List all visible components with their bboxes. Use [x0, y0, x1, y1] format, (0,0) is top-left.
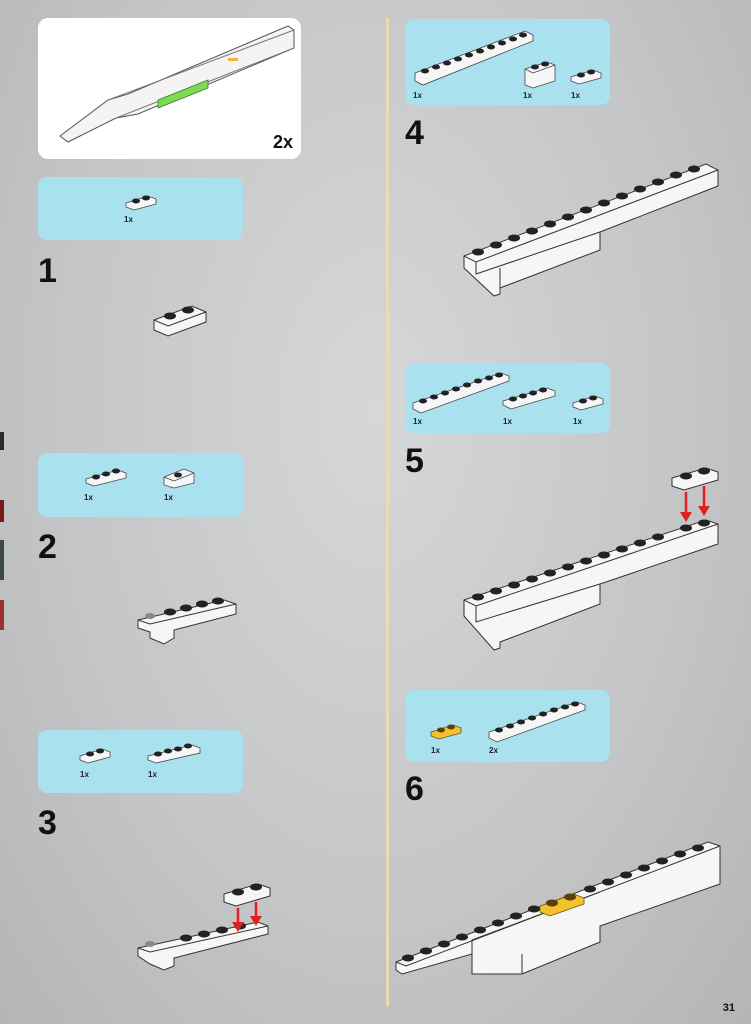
- step-number: 1: [38, 252, 57, 290]
- step-number: 2: [38, 528, 57, 566]
- part-plate-1x2: [570, 69, 602, 85]
- part-quantity: 1x: [124, 215, 133, 224]
- parts-callout-step-3: 1x 1x: [38, 730, 243, 793]
- part-plate-1x10: [414, 30, 534, 86]
- step-number: 3: [38, 804, 57, 842]
- part-quantity: 1x: [503, 417, 512, 426]
- part-quantity: 1x: [164, 493, 173, 502]
- column-divider: [386, 18, 389, 1006]
- part-quantity: 2x: [489, 746, 498, 755]
- step-3-model: [137, 883, 271, 971]
- part-quantity: 1x: [80, 770, 89, 779]
- part-slope-1x2: [163, 468, 195, 489]
- part-plate-1x4: [502, 387, 556, 410]
- parts-callout-step-6: 1x 2x: [405, 690, 610, 762]
- parts-callout-step-2: 1x 1x: [38, 453, 243, 517]
- step-6-model: [395, 841, 721, 975]
- step-2-model: [137, 597, 237, 645]
- part-plate-1x2: [79, 748, 111, 764]
- part-quantity: 1x: [413, 91, 422, 100]
- part-quantity: 1x: [431, 746, 440, 755]
- step-4-model: [463, 163, 719, 297]
- part-plate-1x2: [125, 195, 157, 211]
- part-quantity: 1x: [523, 91, 532, 100]
- edge-mark: [0, 432, 4, 450]
- step-5-model: [463, 467, 719, 651]
- submodel-quantity: 2x: [272, 132, 293, 152]
- edge-mark: [0, 540, 4, 580]
- submodel-illustration: [59, 25, 295, 143]
- part-plate-1x8: [488, 701, 586, 743]
- step-number: 6: [405, 770, 424, 808]
- submodel-preview: 2x: [38, 18, 301, 159]
- parts-callout-step-5: 1x 1x 1x: [405, 363, 610, 433]
- page-number: 31: [722, 1002, 735, 1014]
- part-plate-1x8: [412, 372, 510, 414]
- step-number: 5: [405, 442, 424, 480]
- part-quantity: 1x: [84, 493, 93, 502]
- step-number: 4: [405, 114, 424, 152]
- part-plate-1x2: [572, 395, 604, 411]
- part-quantity: 1x: [413, 417, 422, 426]
- part-quantity: 1x: [573, 417, 582, 426]
- part-plate-1x3: [85, 468, 127, 487]
- parts-callout-step-1: 1x: [38, 177, 243, 240]
- parts-callout-step-4: 1x 1x 1x: [405, 19, 610, 105]
- part-quantity: 1x: [571, 91, 580, 100]
- part-brick-1x2: [524, 61, 556, 89]
- step-1-model: [153, 305, 207, 337]
- edge-mark: [0, 600, 4, 630]
- part-quantity: 1x: [148, 770, 157, 779]
- edge-mark: [0, 500, 4, 522]
- part-plate-1x4: [147, 743, 201, 764]
- part-plate-1x2-yellow: [430, 724, 462, 740]
